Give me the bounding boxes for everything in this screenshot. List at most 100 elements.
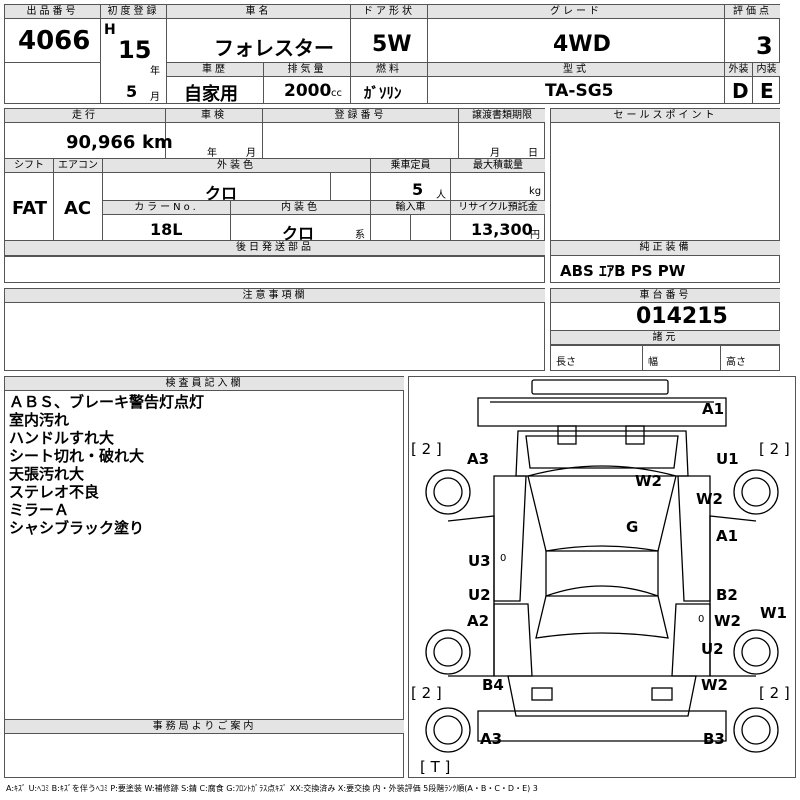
insp-year: 年 — [207, 148, 217, 159]
note-line: 室内汚れ — [9, 411, 70, 429]
tire-mark: [ 2 ] — [759, 440, 790, 458]
ext-color-value: クロ — [205, 184, 238, 203]
damage-mark: U1 — [716, 450, 739, 468]
month-unit: 月 — [150, 92, 160, 103]
car-history: 自家用 — [184, 84, 238, 105]
note-line: ハンドルすれ大 — [9, 429, 115, 447]
damage-mark: W2 — [714, 612, 741, 630]
note-line: ＡＢＳ、ブレーキ警告灯点灯 — [9, 393, 205, 411]
damage-mark: U2 — [701, 640, 724, 658]
transfer-header: 譲渡書類期限 — [459, 109, 545, 123]
chassis-header: 車台番号 — [551, 289, 780, 303]
mileage-table — [4, 108, 545, 283]
int-color-header: 内装色 — [231, 201, 370, 215]
note-line: シート切れ・破れ大 — [9, 447, 145, 465]
damage-mark: 0 — [698, 614, 705, 625]
height-label: 高さ — [726, 357, 746, 368]
later-parts-header: 後日発送部品 — [5, 241, 545, 256]
model-code: TA-SG5 — [545, 81, 614, 101]
note-line: ミラーＡ — [9, 501, 70, 519]
damage-mark: A2 — [467, 612, 490, 630]
era-letter: H — [104, 22, 116, 38]
legend-text: A:ｷｽﾞ U:ﾍｺﾐ B:ｷｽﾞを伴うﾍｺﾐ P:要塗装 W:補修跡 S:錆 … — [6, 784, 538, 793]
damage-mark: 0 — [500, 553, 507, 564]
damage-mark: A3 — [480, 730, 503, 748]
insp-month: 月 — [246, 148, 256, 159]
caution-box — [4, 288, 545, 371]
capacity-value: 5 — [412, 180, 424, 199]
ext-color-header: 外装色 — [103, 159, 370, 173]
exterior-header: 外装 — [725, 63, 752, 77]
mileage-value: 90,966 — [66, 132, 136, 153]
recycle-unit: 円 — [530, 230, 540, 241]
office-header: 事務局よりご案内 — [5, 720, 404, 734]
inspector-header: 検査員記入欄 — [5, 377, 404, 391]
tire-mark: [ 2 ] — [411, 440, 442, 458]
damage-mark: A3 — [467, 450, 490, 468]
sales-point-header: セールスポイント — [551, 109, 780, 123]
chassis-box — [550, 288, 780, 371]
shift-header: シフト — [5, 159, 53, 173]
interior-score: E — [760, 79, 774, 103]
model-code-header: 型式 — [428, 63, 724, 77]
inspector-notes: ＡＢＳ、ブレーキ警告灯点灯 室内汚れ ハンドルすれ大 シート切れ・破れ大 天張汚… — [9, 393, 204, 537]
fuel-header: 燃料 — [351, 63, 427, 77]
color-no-value: 18L — [150, 220, 183, 239]
damage-mark: W2 — [696, 490, 723, 508]
note-line: シャシブラック塗り — [9, 519, 145, 537]
capacity-unit: 人 — [436, 190, 446, 201]
reg-year: 15 — [118, 36, 152, 64]
lot-number: 4066 — [18, 26, 91, 56]
score-header: 評価点 — [725, 5, 780, 19]
transfer-month: 月 — [490, 148, 500, 159]
lot-no-header: 出品番号 — [5, 5, 100, 19]
tire-mark: [ 2 ] — [411, 684, 442, 702]
specs-header: 諸元 — [551, 331, 780, 345]
displacement-unit: cc — [331, 88, 342, 99]
interior-header: 内装 — [753, 63, 780, 77]
damage-mark: B3 — [703, 730, 725, 748]
shift-value: FAT — [12, 198, 48, 219]
fuel-value: ｶﾞｿﾘﾝ — [364, 84, 402, 102]
inspection-header: 車検 — [166, 109, 262, 123]
damage-mark: A1 — [702, 400, 725, 418]
displacement-value: 2000 — [284, 81, 332, 101]
year-unit: 年 — [150, 66, 160, 77]
damage-mark: B2 — [716, 586, 738, 604]
genuine-equip-header: 純正装備 — [551, 241, 780, 256]
car-diagram-box — [408, 376, 796, 778]
genuine-equip-value: ABS ｴｱB PS PW — [560, 262, 686, 280]
tire-mark: [ T ] — [420, 758, 451, 776]
damage-mark: A1 — [716, 527, 739, 545]
grade-value: 4WD — [553, 32, 611, 57]
chassis-number: 014215 — [636, 304, 728, 329]
car-name-header: 車名 — [167, 5, 350, 19]
note-line: 天張汚れ大 — [9, 465, 85, 483]
note-line: ステレオ不良 — [9, 483, 100, 501]
width-label: 幅 — [648, 357, 658, 368]
reg-month: 5 — [126, 82, 138, 101]
aircon-header: エアコン — [54, 159, 102, 173]
damage-mark: G — [626, 518, 639, 536]
door-type: 5W — [372, 32, 412, 57]
displacement-header: 排気量 — [264, 63, 350, 77]
max-load-header: 最大積載量 — [451, 159, 545, 173]
transfer-day: 日 — [528, 148, 538, 159]
door-header: ドア形状 — [351, 5, 427, 19]
reg-no-header: 登録番号 — [263, 109, 458, 123]
tire-mark: [ 2 ] — [759, 684, 790, 702]
score-value: 3 — [756, 32, 773, 60]
inspector-box — [4, 376, 404, 778]
damage-mark: W1 — [760, 604, 787, 622]
import-header: 輸入車 — [371, 201, 450, 215]
history-header: 車歴 — [167, 63, 263, 77]
mileage-header: 走行 — [5, 109, 165, 123]
damage-mark: U3 — [468, 552, 491, 570]
damage-mark: W2 — [635, 472, 662, 490]
aircon-value: AC — [64, 198, 92, 219]
load-unit: kg — [529, 186, 542, 197]
car-name: フォレスター — [214, 36, 334, 60]
recycle-value: 13,300 — [471, 220, 533, 239]
int-color-suffix: 系 — [355, 230, 365, 241]
capacity-header: 乗車定員 — [371, 159, 450, 173]
